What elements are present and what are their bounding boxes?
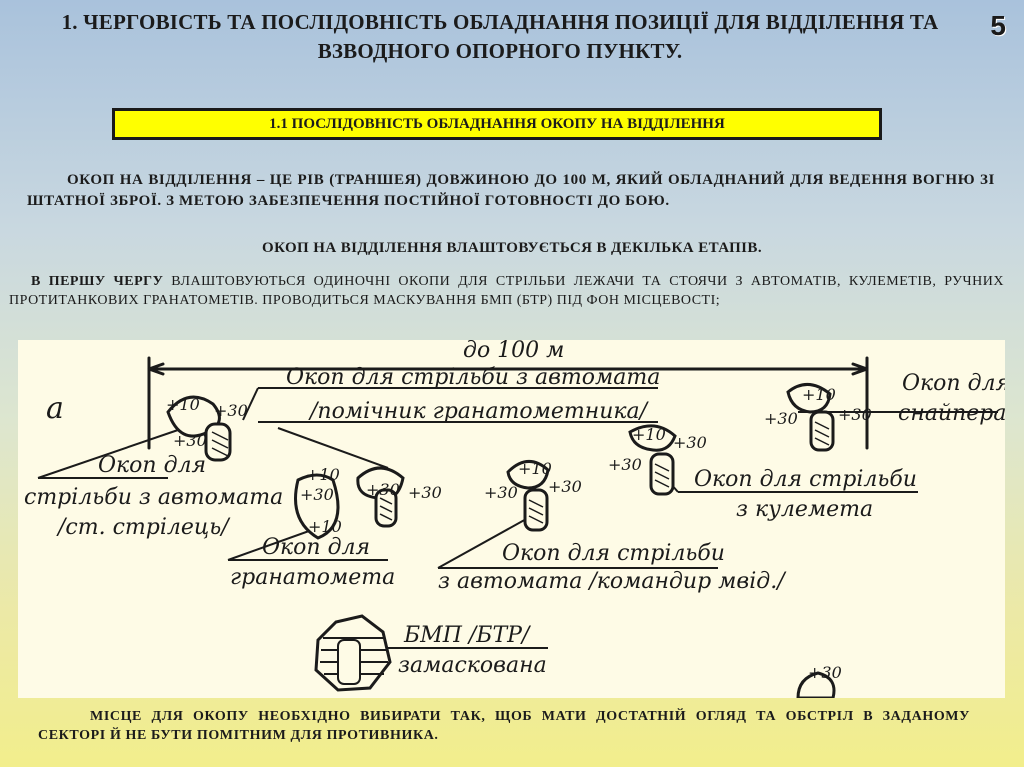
label-grenade-2: гранатомета [230,565,395,590]
mark-p30: +30 [808,663,842,682]
label-assistant-1: Окоп для стрільби з автомата [286,365,660,390]
page-number: 5 [990,10,1006,41]
first-stage-paragraph: В ПЕРШУ ЧЕРГУ ВЛАШТОВУЮТЬСЯ ОДИНОЧНІ ОКО… [9,272,1004,310]
definition-paragraph: ОКОП НА ВІДДІЛЕННЯ – ЦЕ РІВ (ТРАНШЕЯ) ДО… [27,172,995,209]
mark-p30: +30 [300,485,334,504]
mark-p30: +30 [214,401,248,420]
mark-p30: +30 [838,405,872,424]
mark-p10: +10 [166,395,200,414]
mark-p10: +10 [632,425,666,444]
label-mg-1: Окоп для стрільби [694,467,917,492]
mark-p30: +30 [366,480,400,499]
mark-p10: +10 [802,385,836,404]
slide-title: 1. ЧЕРГОВІСТЬ ТА ПОСЛІДОВНІСТЬ ОБЛАДНАНН… [61,10,939,63]
subtitle-text: 1.1 ПОСЛІДОВНІСТЬ ОБЛАДНАННЯ ОКОПУ НА ВІ… [269,116,725,132]
mark-p10: +10 [308,517,342,536]
subtitle-box: 1.1 ПОСЛІДОВНІСТЬ ОБЛАДНАННЯ ОКОПУ НА ВІ… [112,108,882,140]
trench-diagram-svg: до 100 м а [24,340,1005,698]
label-bmp-2: замаскована [398,653,547,678]
label-bmp-1: БМП /БТР/ [403,623,532,648]
label-assistant-2: /помічник гранатометника/ [308,399,650,424]
label-commander-1: Окоп для стрільби [502,541,725,566]
mark-p30: +30 [673,433,707,452]
mark-p30: +30 [764,409,798,428]
label-grenade-1: Окоп для [262,535,370,560]
label-sniper-1: Окоп для [902,371,1005,396]
mark-p30: +30 [484,483,518,502]
first-stage-lead: В ПЕРШУ ЧЕРГУ [31,274,164,289]
label-rifleman-2: стрільби з автомата [24,485,283,510]
label-rifleman-1: Окоп для [98,453,206,478]
label-commander-2: з автомата /командир мвід./ [438,569,787,594]
mark-p30: +30 [608,455,642,474]
trench-diagram: до 100 м а [18,340,1005,698]
mark-p10: +10 [306,465,340,484]
mark-p30: +30 [173,431,207,450]
label-rifleman-3: /ст. стрілець/ [56,515,231,540]
label-sniper-2: снайпера [898,401,1005,426]
place-paragraph: МІСЦЕ ДЛЯ ОКОПУ НЕОБХІДНО ВИБИРАТИ ТАК, … [38,709,970,743]
label-mg-2: з кулемета [736,497,873,522]
mark-p30: +30 [408,483,442,502]
diagram-letter: а [46,391,64,426]
stages-paragraph: ОКОП НА ВІДДІЛЕННЯ ВЛАШТОВУЄТЬСЯ В ДЕКІЛ… [262,240,762,256]
distance-label: до 100 м [463,340,564,363]
mark-p10: +10 [518,459,552,478]
first-stage-text: ВЛАШТОВУЮТЬСЯ ОДИНОЧНІ ОКОПИ ДЛЯ СТРІЛЬБ… [9,274,1004,308]
mark-p30: +30 [548,477,582,496]
